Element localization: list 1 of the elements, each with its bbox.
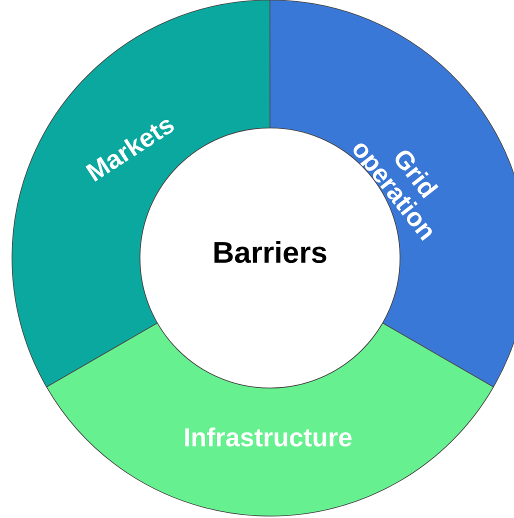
ring-segment: Infrastructure bbox=[46, 322, 494, 516]
